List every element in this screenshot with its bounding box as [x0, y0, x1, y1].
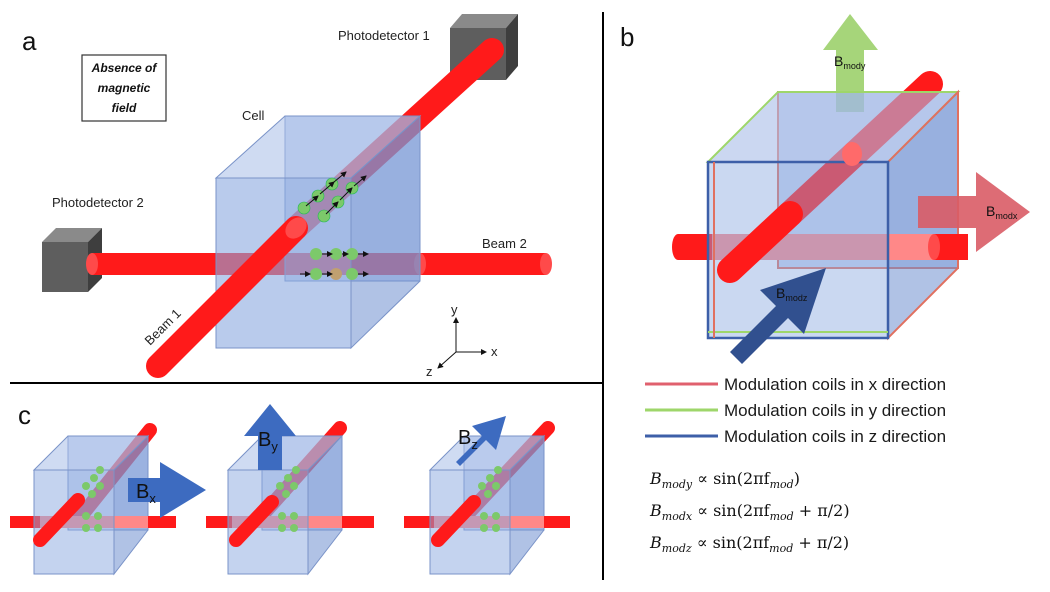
cube-c2 — [206, 404, 374, 576]
b-modz-label: Bmodz — [776, 285, 808, 303]
panel-c-label: c — [18, 400, 31, 430]
cube-b-front-face — [706, 160, 890, 340]
axis-z-label: z — [426, 364, 433, 379]
legend: Modulation coils in x direction Modulati… — [645, 375, 946, 446]
panel-b-label: b — [620, 22, 634, 52]
panel-b: b Bmody Bmodx Bmodz — [620, 14, 1030, 555]
cell-label: Cell — [242, 108, 265, 123]
axis-x-label: x — [491, 344, 498, 359]
b-beam-top-exit — [842, 142, 862, 166]
beam-1-front — [146, 216, 308, 378]
atoms-beam-1 — [297, 171, 367, 223]
b-modz-arrow — [730, 268, 826, 364]
legend-label-y: Modulation coils in y direction — [724, 401, 946, 420]
b-modx-label: Bmodx — [986, 203, 1018, 221]
bx-label: Bx — [136, 481, 156, 506]
equation-mody: Bmody ∝ sin(2πfmod) — [649, 469, 800, 491]
absence-line-1: Absence of — [91, 61, 158, 75]
absence-box — [81, 54, 167, 122]
absence-line-3: field — [112, 101, 137, 115]
atoms-beam-2 — [300, 248, 369, 280]
beam-1-entry — [285, 217, 307, 239]
photodetector-2-label: Photodetector 2 — [52, 195, 144, 210]
equation-modz: Bmodz ∝ sin(2πfmod + π/2) — [649, 533, 849, 555]
axes-indicator — [437, 317, 487, 369]
equation-modx: Bmodx ∝ sin(2πfmod + π/2) — [649, 501, 850, 523]
panel-a: a Absence of magnetic field Photodetecto… — [22, 14, 552, 379]
panel-a-label: a — [22, 26, 37, 56]
bz-label: Bz — [458, 427, 478, 452]
cube-c1 — [10, 423, 206, 576]
legend-label-x: Modulation coils in x direction — [724, 375, 946, 394]
beam-2-end-right — [540, 253, 552, 275]
legend-label-z: Modulation coils in z direction — [724, 427, 946, 446]
panel-c: c Bx — [10, 400, 570, 576]
b-mody-arrow — [823, 14, 878, 112]
beam-2-end-left — [86, 253, 98, 275]
by-arrow — [244, 404, 296, 470]
axis-y-label: y — [451, 302, 458, 317]
cell-cube — [214, 114, 422, 350]
b-mody-label: Bmody — [834, 53, 866, 71]
beam-2-label: Beam 2 — [482, 236, 527, 251]
cube-c3 — [404, 416, 570, 576]
bx-arrow — [128, 462, 206, 518]
bz-arrow — [456, 416, 506, 466]
by-label: By — [258, 429, 278, 454]
absence-line-2: magnetic — [98, 81, 151, 95]
b-beam-diagonal-front — [717, 201, 803, 283]
b-modx-arrow — [918, 172, 1030, 252]
photodetector-1-label: Photodetector 1 — [338, 28, 430, 43]
